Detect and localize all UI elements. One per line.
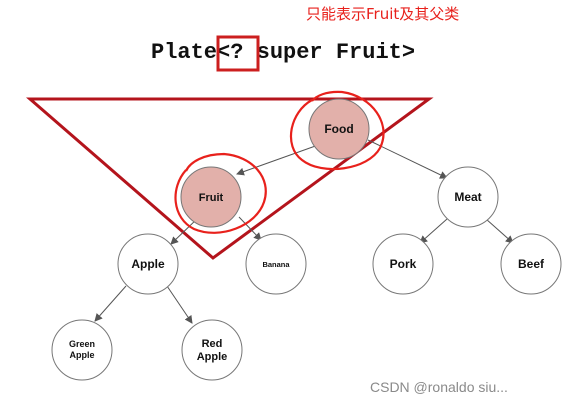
diagram-title: Plate<? super Fruit> xyxy=(151,40,415,65)
edge-fruit-banana xyxy=(238,216,262,241)
edge-meat-pork xyxy=(419,218,448,244)
edge-food-meat xyxy=(367,139,448,179)
node-red-apple xyxy=(181,319,243,381)
label-red-apple-line2: Apple xyxy=(197,351,228,363)
node-beef xyxy=(500,233,562,295)
node-green-apple xyxy=(51,319,113,381)
annotation-text: 只能表示Fruit及其父类 xyxy=(306,5,459,23)
node-pork xyxy=(372,233,434,295)
edge-meat-beef xyxy=(485,218,514,244)
node-apple xyxy=(117,233,179,295)
label-meat: Meat xyxy=(454,190,481,204)
hand-circle-fruit xyxy=(174,152,267,234)
label-fruit: Fruit xyxy=(199,192,224,204)
node-banana xyxy=(245,233,307,295)
edge-apple-green-apple xyxy=(94,285,127,322)
title-wildcard: <? xyxy=(217,40,243,65)
watermark-text: CSDN @ronaldo siu... xyxy=(370,379,508,395)
title-plate: Plate xyxy=(151,40,217,65)
node-meat xyxy=(437,166,499,228)
edge-apple-red-apple xyxy=(166,285,193,324)
supertype-triangle xyxy=(25,97,434,260)
hand-circle-food xyxy=(289,90,385,171)
wildcard-highlight-box xyxy=(216,35,260,72)
title-super-fruit: super Fruit> xyxy=(243,40,415,65)
label-apple: Apple xyxy=(131,257,165,271)
label-beef: Beef xyxy=(518,257,545,271)
label-green-apple-line2: Apple xyxy=(69,350,94,360)
label-banana: Banana xyxy=(262,260,290,269)
label-green-apple-line1: Green xyxy=(69,339,95,349)
node-food xyxy=(308,98,370,160)
label-red-apple-line1: Red xyxy=(202,338,223,350)
label-food: Food xyxy=(324,122,353,136)
node-fruit xyxy=(180,166,242,228)
label-pork: Pork xyxy=(390,257,417,271)
edge-food-fruit xyxy=(236,143,322,176)
